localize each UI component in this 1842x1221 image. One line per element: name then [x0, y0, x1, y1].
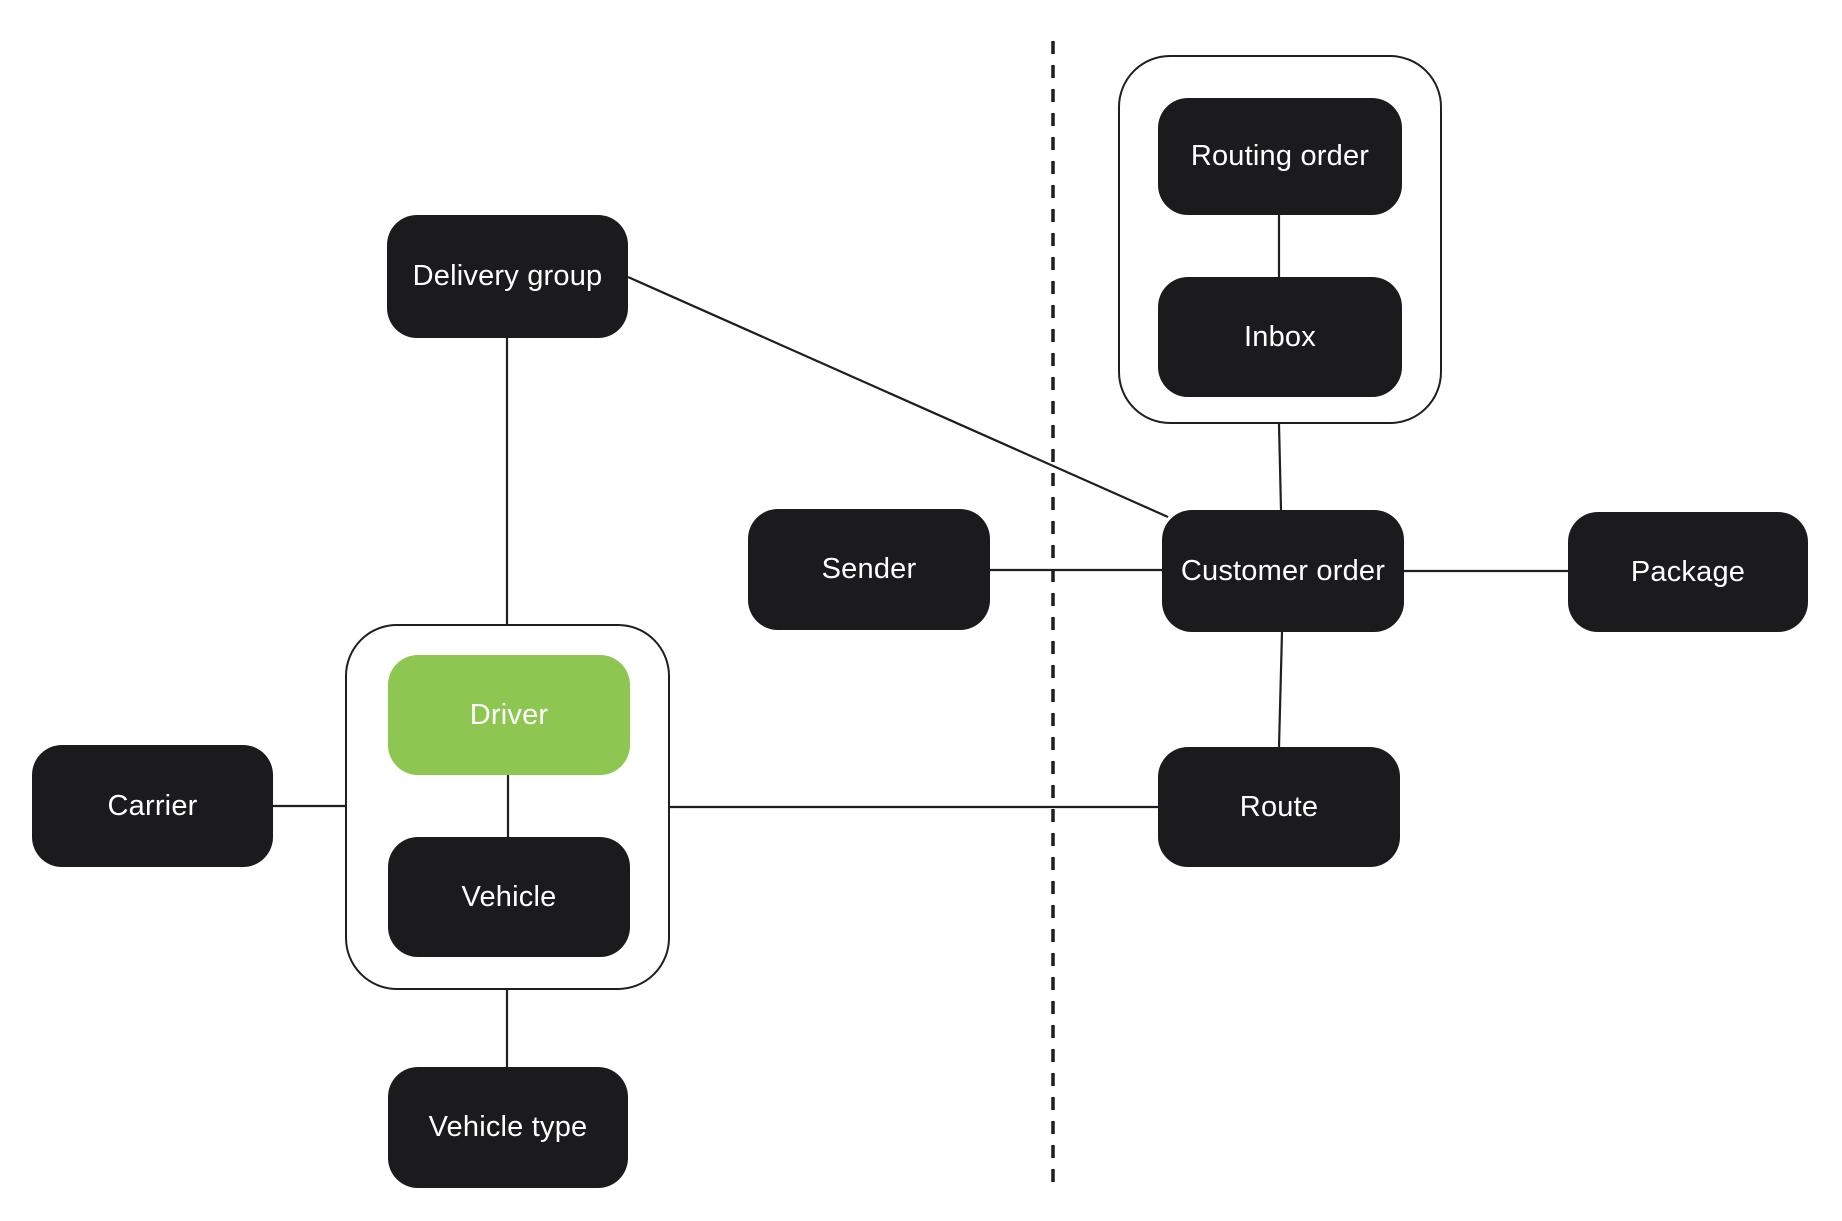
node-inbox[interactable]: Inbox: [1158, 277, 1402, 397]
node-sender[interactable]: Sender: [748, 509, 990, 630]
node-customer-order[interactable]: Customer order: [1162, 510, 1404, 632]
node-driver-label: Driver: [469, 698, 549, 731]
edge-delivery-group--customer-order: [627, 275, 1169, 519]
node-route[interactable]: Route: [1158, 747, 1400, 867]
group-driver-vehicle[interactable]: [345, 624, 670, 990]
node-vehicle-type-label: Vehicle type: [428, 1111, 588, 1143]
node-package[interactable]: Package: [1568, 512, 1808, 632]
edge-customer-order--route: [1277, 631, 1284, 748]
node-sender-label: Sender: [821, 553, 917, 585]
node-route-label: Route: [1239, 790, 1319, 823]
node-driver[interactable]: Driver: [388, 655, 630, 775]
node-carrier-label: Carrier: [107, 789, 198, 822]
node-inbox-label: Inbox: [1244, 320, 1316, 353]
node-routing-order[interactable]: Routing order: [1158, 98, 1402, 215]
node-carrier[interactable]: Carrier: [32, 745, 273, 867]
node-delivery-group[interactable]: Delivery group: [387, 215, 628, 338]
node-vehicle-label: Vehicle: [461, 880, 557, 913]
node-delivery-group-label: Delivery group: [412, 260, 603, 292]
node-vehicle[interactable]: Vehicle: [388, 837, 630, 957]
edge-routing-inbox-group--customer-order: [1277, 423, 1283, 511]
node-vehicle-type[interactable]: Vehicle type: [388, 1067, 628, 1188]
node-customer-order-label: Customer order: [1180, 554, 1386, 587]
group-routing-order-inbox[interactable]: [1118, 55, 1442, 424]
node-routing-order-label: Routing order: [1190, 140, 1370, 172]
node-package-label: Package: [1630, 555, 1746, 588]
